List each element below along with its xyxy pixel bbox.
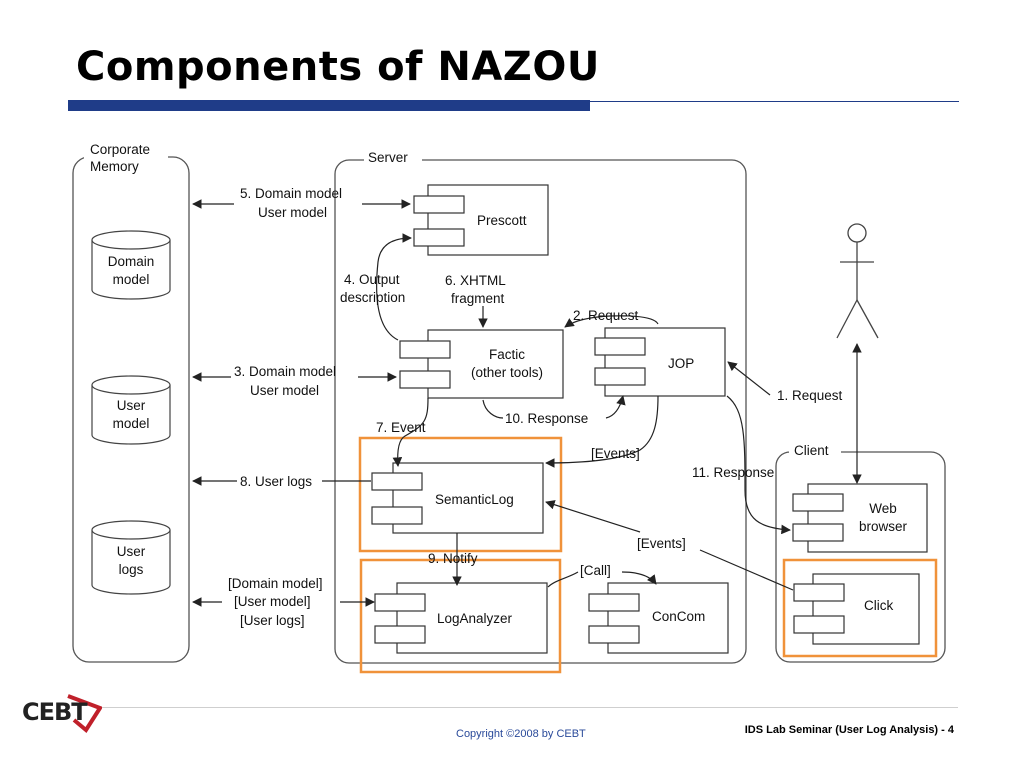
loganalyzer-highlight	[359, 558, 562, 674]
factic-component: Factic (other tools)	[399, 329, 564, 399]
label-7-event: 7. Event	[376, 420, 426, 435]
label-5-domain-model: 5. Domain model	[240, 186, 342, 201]
label-8-user-logs: 8. User logs	[240, 474, 312, 489]
server-container: Server	[334, 150, 747, 664]
label-events-click: [Events]	[637, 536, 686, 551]
loganalyzer-component: LogAnalyzer	[374, 582, 548, 654]
concom-component: ConCom	[588, 582, 729, 654]
web-browser-label-1: Web	[869, 501, 897, 516]
cebt-logo-text: CEBT	[22, 698, 88, 726]
label-call: [Call]	[580, 563, 611, 578]
cebt-logo: CEBT	[22, 690, 104, 736]
concom-label: ConCom	[652, 609, 705, 624]
loganalyzer-label: LogAnalyzer	[437, 611, 513, 626]
semanticlog-label: SemanticLog	[435, 492, 514, 507]
user-actor-icon	[836, 223, 879, 339]
jop-label: JOP	[668, 356, 694, 371]
label-data-domain-model: [Domain model]	[228, 576, 323, 591]
label-4-output: 4. Output	[344, 272, 400, 287]
nazou-architecture-diagram: Corporate Memory Server Client Domain mo…	[72, 142, 946, 674]
domain-model-label-2: model	[113, 272, 150, 287]
footer-page-info: IDS Lab Seminar (User Log Analysis) - 4	[744, 724, 954, 736]
footer-divider	[98, 707, 958, 708]
label-6-xhtml: 6. XHTML	[445, 273, 506, 288]
web-browser-component: Web browser	[792, 483, 928, 553]
user-logs-label-1: User	[117, 544, 146, 559]
factic-label-2: (other tools)	[471, 365, 543, 380]
title-underline-bar	[68, 100, 590, 111]
factic-label-1: Factic	[489, 347, 525, 362]
edge-labels: 5. Domain model User model 4. Output des…	[228, 186, 843, 628]
label-2-request: 2. Request	[573, 308, 639, 323]
prescott-label: Prescott	[477, 213, 527, 228]
user-model-store: User model	[91, 375, 171, 445]
label-6-fragment: fragment	[451, 291, 505, 306]
client-label: Client	[794, 443, 829, 458]
label-events-jop: [Events]	[591, 446, 640, 461]
server-label: Server	[368, 150, 408, 165]
label-10-response: 10. Response	[505, 411, 588, 426]
label-3-domain-model: 3. Domain model	[234, 364, 336, 379]
semanticlog-component: SemanticLog	[371, 462, 544, 534]
title-underline-line	[590, 101, 959, 102]
label-3-user-model: User model	[250, 383, 319, 398]
click-label: Click	[864, 598, 893, 613]
user-model-label-1: User	[117, 398, 146, 413]
label-data-user-logs: [User logs]	[240, 613, 305, 628]
slide-title: Components of NAZOU	[76, 44, 600, 90]
prescott-component: Prescott	[413, 184, 549, 256]
label-5-user-model: User model	[258, 205, 327, 220]
corporate-memory-label-1: Corporate	[90, 142, 150, 157]
label-4-description: description	[340, 290, 405, 305]
label-11-response: 11. Response	[692, 465, 774, 480]
footer-copyright: Copyright ©2008 by CEBT	[456, 728, 586, 740]
label-9-notify: 9. Notify	[428, 551, 478, 566]
user-model-label-2: model	[113, 416, 150, 431]
web-browser-label-2: browser	[859, 519, 908, 534]
user-logs-label-2: logs	[119, 562, 144, 577]
user-logs-store: User logs	[91, 520, 171, 595]
jop-component: JOP	[594, 327, 726, 397]
label-1-request: 1. Request	[777, 388, 843, 403]
corporate-memory-container: Corporate Memory	[72, 142, 190, 663]
connector-arrows	[192, 199, 862, 607]
domain-model-store: Domain model	[91, 230, 171, 300]
click-highlight	[782, 558, 938, 658]
semanticlog-highlight	[358, 436, 563, 553]
label-data-user-model: [User model]	[234, 594, 311, 609]
corporate-memory-label-2: Memory	[90, 159, 139, 174]
click-component: Click	[793, 573, 920, 645]
domain-model-label-1: Domain	[108, 254, 155, 269]
